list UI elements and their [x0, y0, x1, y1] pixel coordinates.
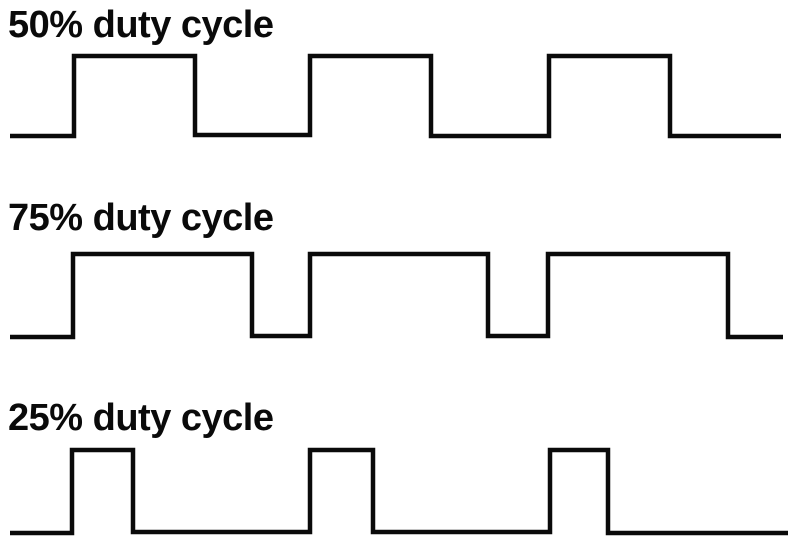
waveform-25-trace — [10, 447, 788, 536]
wave-label-50-duty-cycle: 50% duty cycle — [8, 4, 274, 46]
waveform-75-trace — [10, 251, 783, 340]
wave-label-75-duty-cycle: 75% duty cycle — [8, 197, 274, 239]
wave-label-25-duty-cycle: 25% duty cycle — [8, 397, 274, 439]
waveform-50-trace — [10, 53, 781, 139]
